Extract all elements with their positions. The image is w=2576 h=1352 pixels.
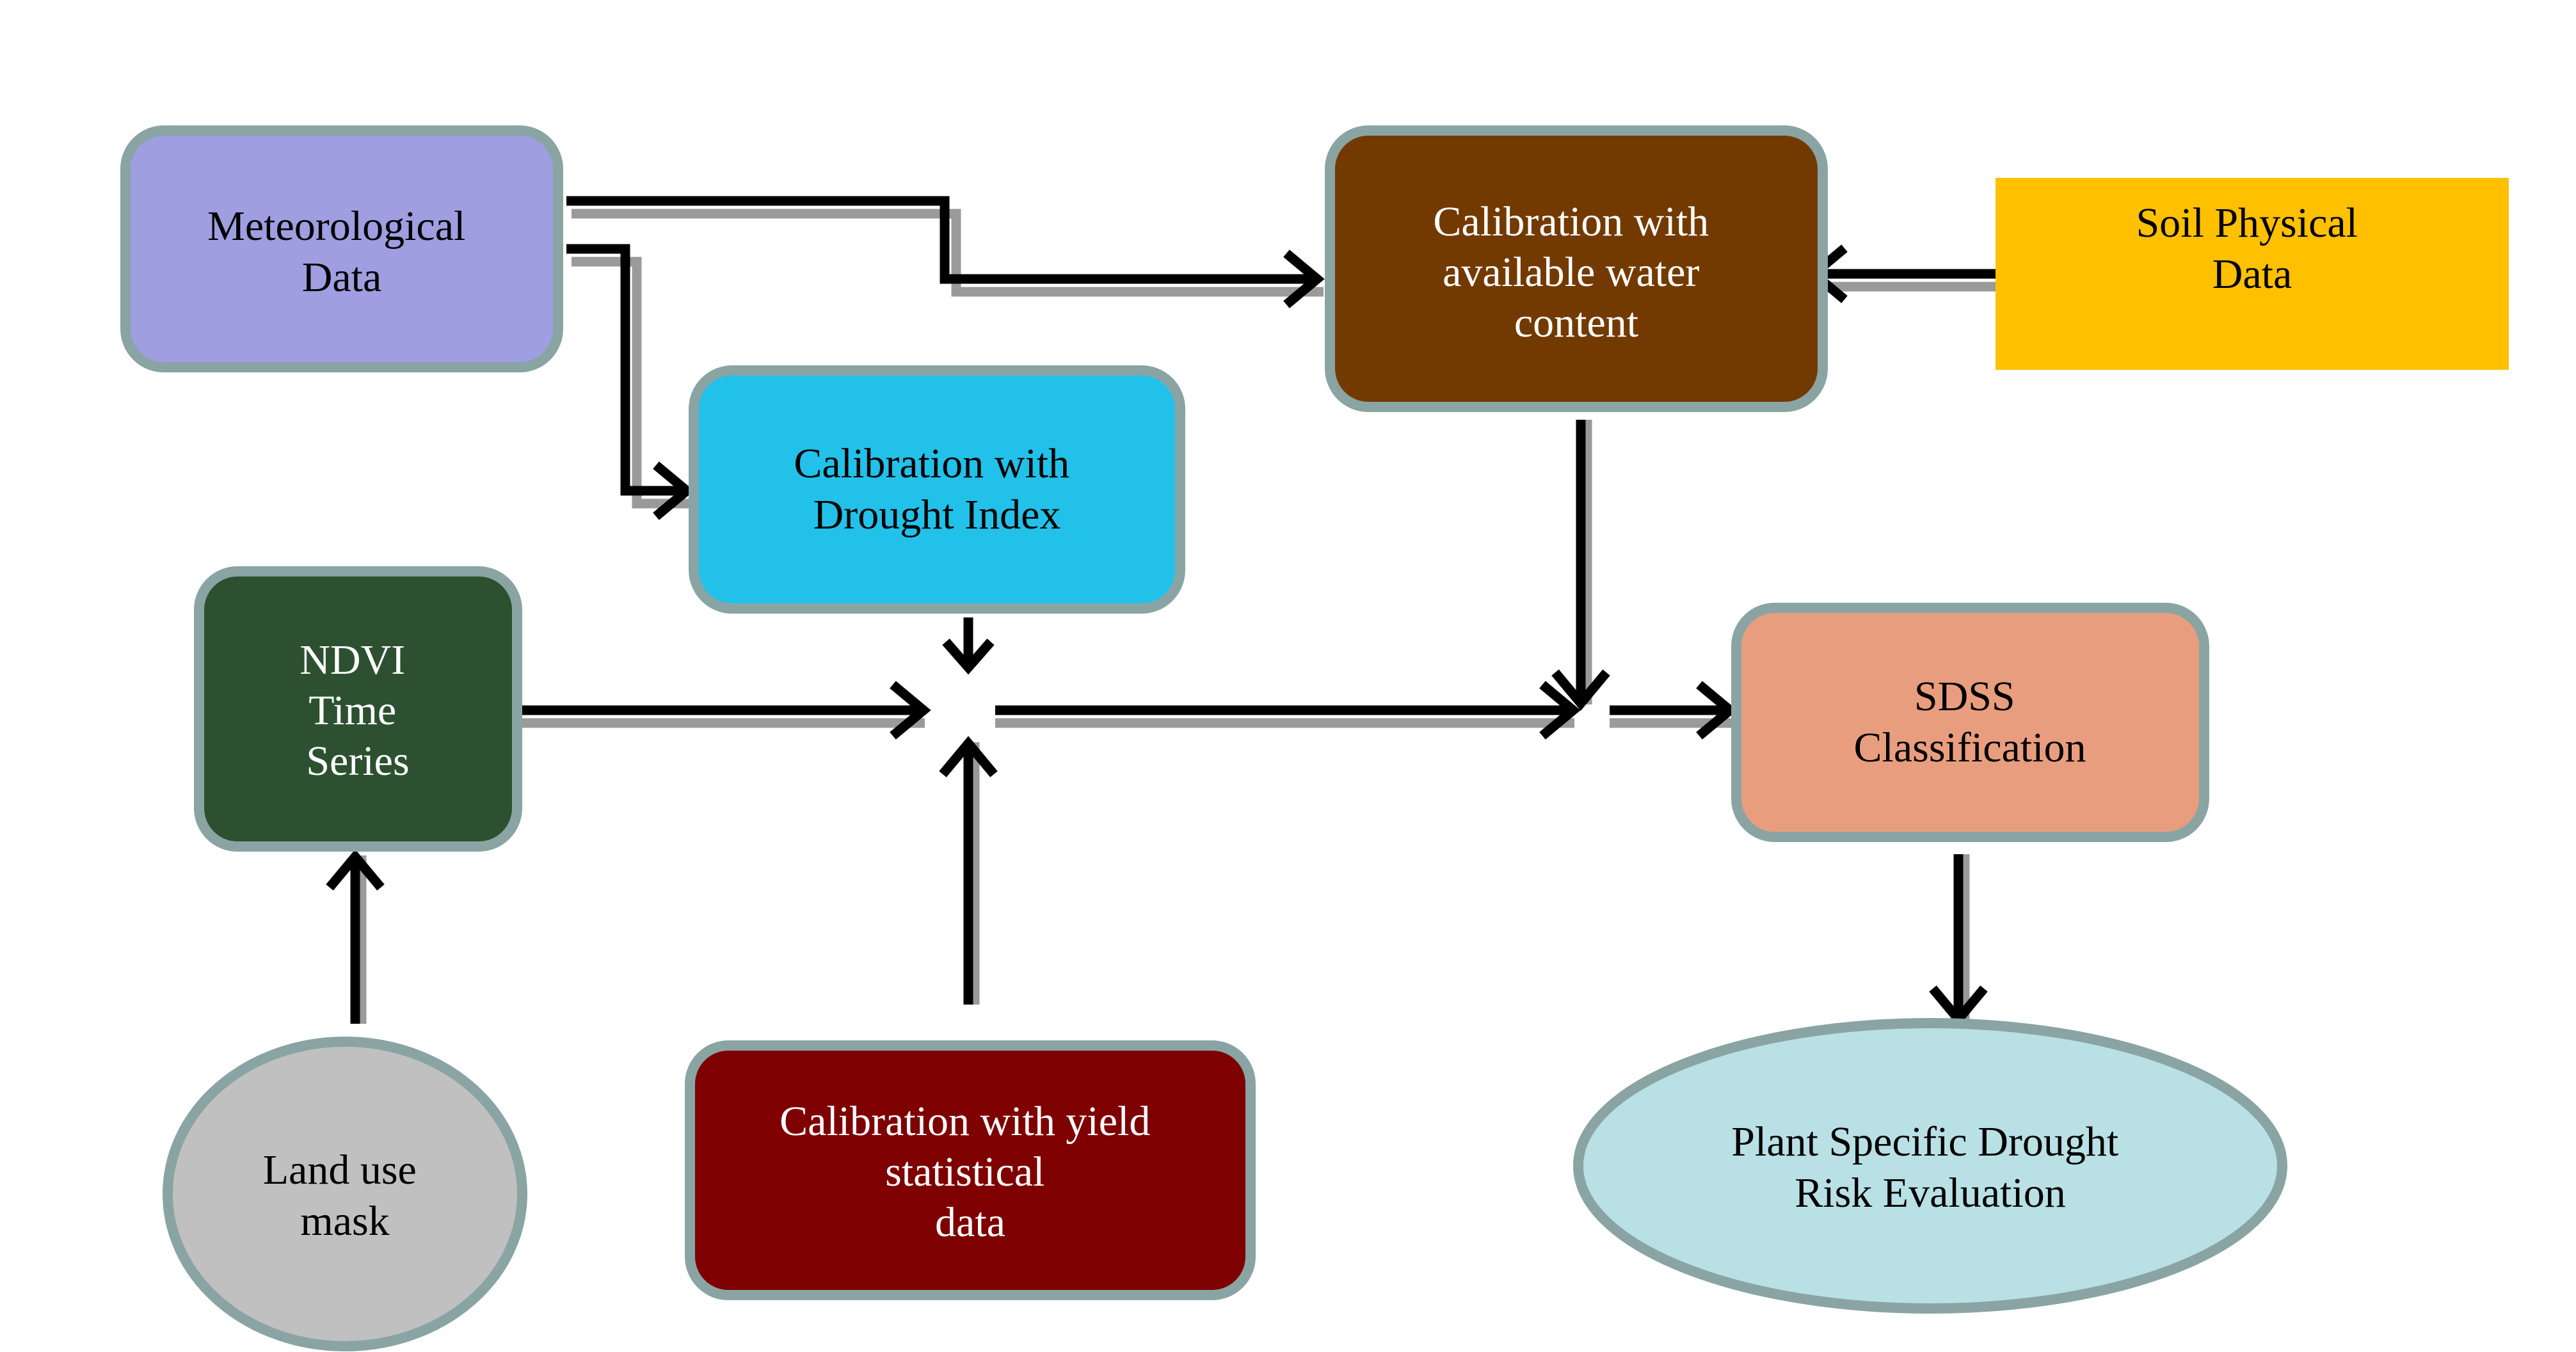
arrow-ndvi-to-junction xyxy=(522,681,931,740)
node-risk: Plant Specific Drought Risk Evaluation xyxy=(1573,1018,2287,1314)
node-water-content: Calibration with available water content xyxy=(1325,125,1828,412)
svg-text:Land use mask: Land use mask xyxy=(263,1147,428,1245)
node-meteorological-shape xyxy=(120,125,563,372)
node-yield-line-1: Calibration with yield xyxy=(780,1098,1150,1145)
node-sdss-line-1: SDSS xyxy=(1914,673,2015,720)
node-ndvi-line-2: Time xyxy=(308,687,396,734)
node-risk-line-1: Plant Specific Drought xyxy=(1731,1118,2118,1165)
node-sdss-shape xyxy=(1731,603,2209,842)
node-meteorological-line-2: Data xyxy=(302,254,382,301)
svg-text:Calibration with availab: Calibration with available water content xyxy=(1433,198,1719,346)
node-meteorological: Meteorological Data xyxy=(120,125,563,372)
connectors xyxy=(326,196,1996,1027)
node-water-content-line-3: content xyxy=(1514,299,1638,346)
arrow-meteorological-to-drought-index xyxy=(566,244,694,520)
node-ndvi: NDVI Time Series xyxy=(194,566,522,852)
node-sdss: SDSS Classification xyxy=(1731,603,2209,842)
node-ndvi-line-1: NDVI xyxy=(300,637,405,683)
node-soil-line-1: Soil Physical xyxy=(2136,200,2358,246)
node-drought-index-shape xyxy=(689,365,1185,614)
node-risk-line-2: Risk Evaluation xyxy=(1795,1170,2065,1216)
node-yield-line-2: statistical xyxy=(885,1149,1044,1195)
svg-text:Meteorological Data: Meteorological Data xyxy=(207,203,476,301)
arrow-meteorological-to-water-content xyxy=(566,196,1325,308)
arrow-water-content-to-junction xyxy=(1551,420,1610,711)
arrow-junction-to-junction xyxy=(995,681,1581,740)
node-yield-line-3: data xyxy=(935,1199,1005,1246)
arrow-land-use-to-ndvi xyxy=(326,849,385,1024)
node-water-content-shape xyxy=(1325,125,1828,412)
node-sdss-line-2: Classification xyxy=(1854,724,2086,771)
node-soil-line-2: Data xyxy=(2212,251,2292,298)
svg-text:Plant Specific Drought R: Plant Specific Drought Risk Evaluation xyxy=(1731,1118,2129,1216)
arrow-sdss-to-risk xyxy=(1929,854,1988,1027)
node-soil: Soil Physical Data xyxy=(1996,178,2509,370)
arrow-yield-to-junction xyxy=(939,736,998,1005)
node-land-use: Land use mask xyxy=(163,1037,527,1351)
node-water-content-line-2: available water xyxy=(1443,249,1699,296)
node-land-use-line-2: mask xyxy=(300,1198,389,1245)
arrow-junction-to-sdss xyxy=(1610,681,1738,740)
node-drought-index: Calibration with Drought Index xyxy=(689,365,1185,614)
node-ndvi-line-3: Series xyxy=(306,738,409,784)
node-water-content-line-1: Calibration with xyxy=(1433,198,1709,245)
node-soil-shape xyxy=(1996,178,2509,370)
node-land-use-line-1: Land use xyxy=(263,1147,417,1193)
node-drought-index-line-1: Calibration with xyxy=(794,440,1069,487)
arrow-soil-to-water-content xyxy=(1806,244,1996,303)
node-yield: Calibration with yield statistical data xyxy=(685,1040,1256,1300)
svg-text:Calibration with Drought: Calibration with Drought Index xyxy=(794,440,1080,538)
node-risk-shape xyxy=(1573,1018,2287,1314)
svg-text:NDVI Time Series: NDVI Time Series xyxy=(300,637,415,784)
node-drought-index-line-2: Drought Index xyxy=(813,491,1061,538)
node-meteorological-line-1: Meteorological xyxy=(207,203,465,250)
node-ndvi-shape xyxy=(194,566,522,852)
svg-text:Calibration with yield s: Calibration with yield statistical data xyxy=(780,1098,1161,1246)
svg-text:SDSS Classification: SDSS Classification xyxy=(1854,673,2086,771)
node-land-use-shape xyxy=(163,1037,527,1351)
node-yield-shape xyxy=(685,1040,1256,1300)
arrow-drought-index-to-junction xyxy=(942,617,995,675)
svg-text:Soil Physical Data: Soil Physical Data xyxy=(2136,200,2368,298)
